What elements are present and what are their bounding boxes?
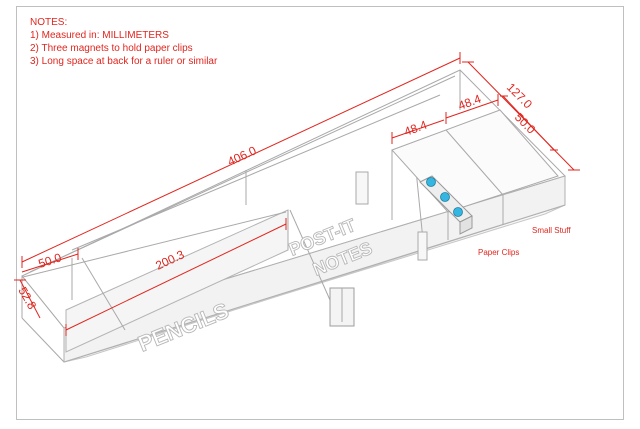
magnets <box>426 177 463 217</box>
dim-line-overall-depth <box>467 61 575 171</box>
dim-line-clips-left <box>391 119 445 139</box>
ruler-slot-divider-top <box>71 94 441 251</box>
organizer-box <box>21 69 566 363</box>
dim-line-rear-depth <box>502 95 555 151</box>
pencils-back-edge <box>22 211 287 278</box>
note-item-2: 2) Three magnets to hold paper clips <box>30 43 193 54</box>
callout-paper-clips: Paper Clips <box>478 248 519 257</box>
magnet-3 <box>453 207 463 217</box>
pencils-divider <box>81 257 126 331</box>
dim-line-front-depth <box>21 253 79 273</box>
note-item-3: 3) Long space at back for a ruler or sim… <box>30 56 218 67</box>
dim-line-clips-right <box>445 99 499 119</box>
dim-line-overall-length <box>21 57 461 263</box>
note-item-1: 1) Measured in: MILLIMETERS <box>30 30 169 41</box>
sheet-frame <box>16 6 624 420</box>
dim-line-height <box>19 279 41 319</box>
callouts: Small Stuff Paper Clips <box>478 226 571 257</box>
notes-block: NOTES: 1) Measured in: MILLIMETERS 2) Th… <box>30 16 217 68</box>
dim-height: 52.8 <box>15 285 39 313</box>
postit-left-wall <box>289 209 331 301</box>
notes-heading: NOTES: <box>30 17 68 28</box>
magnet-2 <box>440 192 450 202</box>
postit-pocket <box>417 231 428 261</box>
postit-slot-back <box>355 171 369 205</box>
callout-small-stuff: Small Stuff <box>532 226 571 235</box>
dim-line-pencils <box>65 223 287 331</box>
dim-front-depth: 50.0 <box>37 250 64 271</box>
magnet-1 <box>426 177 436 187</box>
front-wall <box>63 175 566 363</box>
magnet-holder-side <box>459 215 473 235</box>
dim-overall-depth: 127.0 <box>504 80 535 111</box>
dim-overall-length: 406.0 <box>225 143 258 169</box>
left-wall-bottom <box>21 317 65 363</box>
back-wall-inner <box>29 75 456 273</box>
dimension-lines <box>14 52 580 336</box>
dim-paper-clips-width: 48.4 <box>402 118 429 139</box>
clips-divider-1 <box>445 129 504 196</box>
